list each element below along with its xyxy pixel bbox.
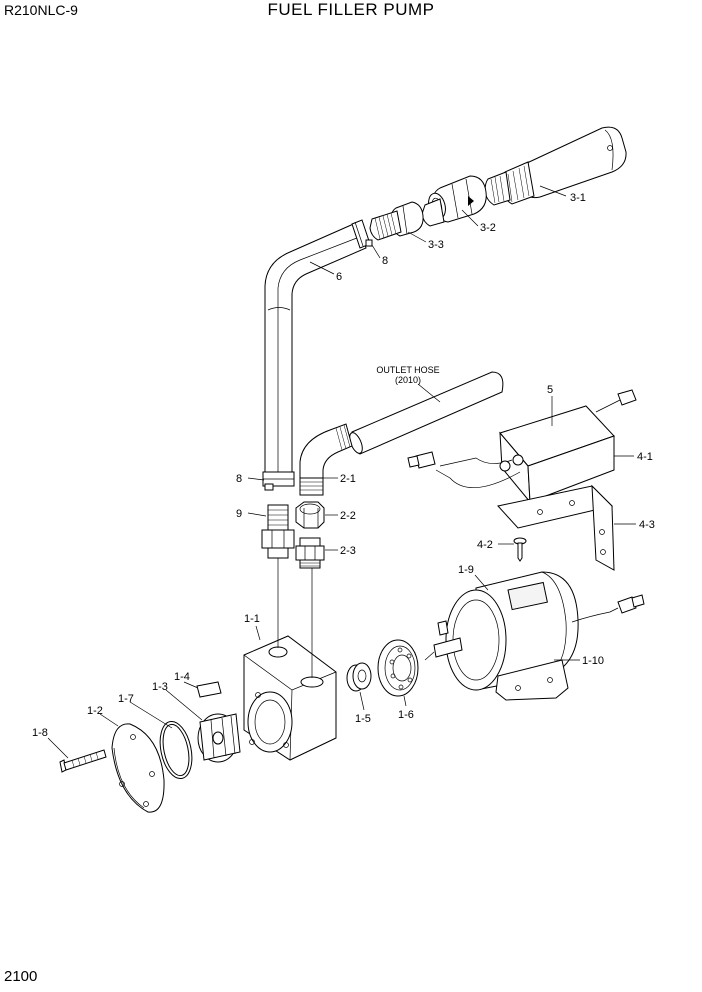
callout-2-3: 2-3 [340,545,356,557]
callout-1-2: 1-2 [87,705,103,717]
callout-labels: 3-1 3-2 3-3 8 6 5 4-1 4-3 4-2 8 9 2-1 2-… [32,192,655,739]
callout-8-bottom: 8 [236,473,242,485]
part-bolt [513,537,527,562]
callout-1-9: 1-9 [458,564,474,576]
part-bearing [377,639,419,697]
callout-4-1: 4-1 [637,451,653,463]
callout-1-10: 1-10 [582,655,604,667]
part-hose-clamp-bottom [262,471,295,491]
part-motor [433,571,645,701]
part-bracket [497,484,615,571]
callout-2-1: 2-1 [340,473,356,485]
part-adaptor [261,504,295,559]
outlet-hose-label: OUTLET HOSE [376,365,439,375]
page-title: FUEL FILLER PUMP [267,0,435,19]
callout-1-3: 1-3 [152,681,168,693]
callout-3-2: 3-2 [480,222,496,234]
part-hose-clamp-top [351,219,373,249]
callout-4-2: 4-2 [477,539,493,551]
callout-2-2: 2-2 [340,510,356,522]
callout-8-top: 8 [382,255,388,267]
page-number: 2100 [4,968,38,985]
part-coupler-body [484,126,627,206]
part-o-ring [159,720,193,780]
part-nut [295,501,325,529]
outlet-hose-code: (2010) [395,375,421,385]
part-pump-housing [243,635,337,761]
part-nipple [369,201,424,241]
part-control-box [407,389,637,504]
callout-6: 6 [336,271,342,283]
callout-5: 5 [547,384,553,396]
callout-1-8: 1-8 [32,727,48,739]
callout-1-4: 1-4 [174,671,190,683]
callout-1-7: 1-7 [118,693,134,705]
part-outlet-hose [349,371,504,455]
callout-3-1: 3-1 [570,192,586,204]
callout-1-6: 1-6 [398,709,414,721]
callout-1-1: 1-1 [244,613,260,625]
part-vane [196,681,222,698]
callout-4-3: 4-3 [639,519,655,531]
part-valve [421,175,487,227]
part-screw [59,749,107,773]
part-rotor [197,713,241,763]
part-fitting [295,537,325,569]
part-elbow [299,423,353,496]
callout-9: 9 [236,508,242,520]
callout-3-3: 3-3 [428,239,444,251]
callout-1-5: 1-5 [355,713,371,725]
leader-lines [47,185,636,759]
model-code: R210NLC-9 [4,2,78,18]
part-cover [111,723,165,813]
centerlines [277,558,435,678]
part-collar [346,662,372,692]
